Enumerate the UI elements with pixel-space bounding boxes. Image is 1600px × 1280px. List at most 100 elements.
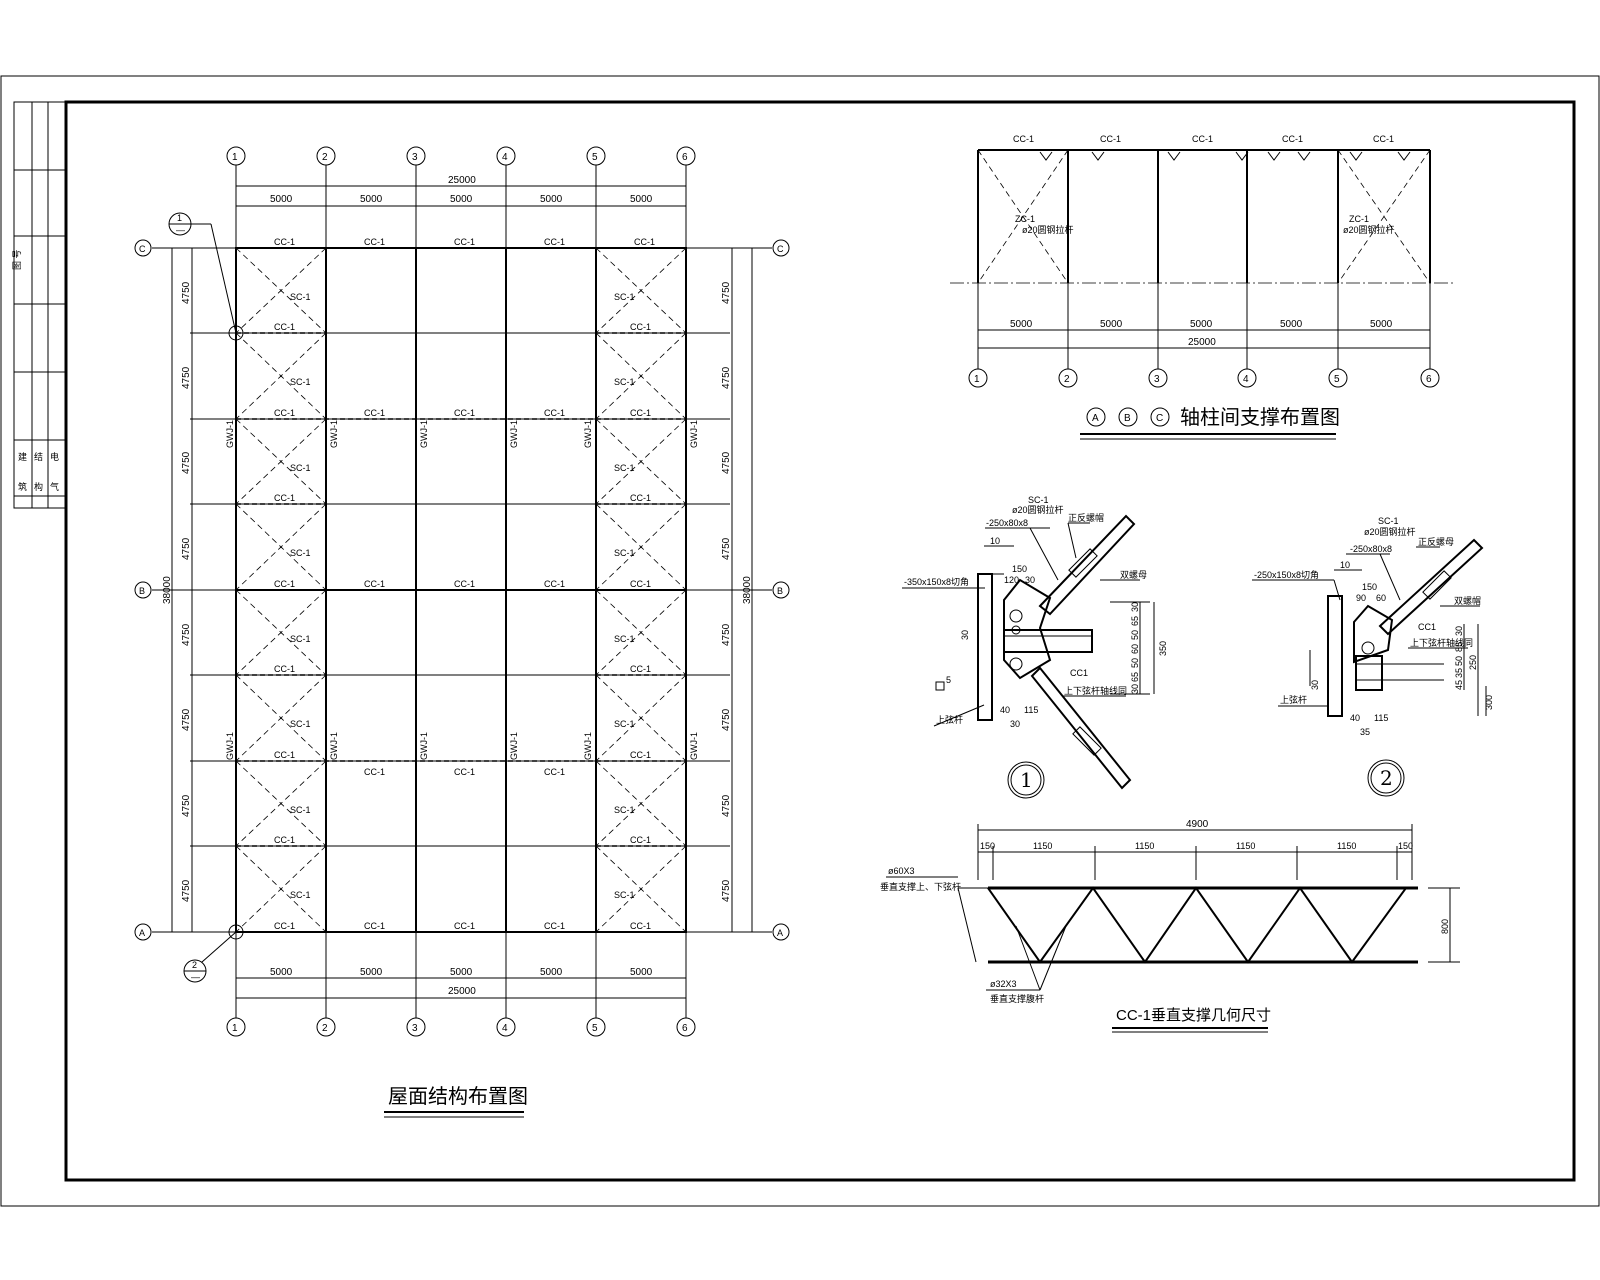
plan-sc-label: SC-1	[614, 548, 635, 558]
plan-cc-label: CC-1	[544, 237, 565, 247]
plan-axis-b-left: B	[139, 586, 145, 596]
plan-cc-label: CC-1	[544, 408, 565, 418]
plan-dim-right-4: 4750	[721, 537, 732, 560]
truss-seg-3: 1150	[1135, 841, 1154, 851]
d1-plate1: -250x80x8	[986, 518, 1028, 528]
elev-cc-label: CC-1	[1100, 134, 1121, 144]
truss-seg-4: 1150	[1236, 841, 1255, 851]
plan-dim-bottom-4: 5000	[540, 967, 563, 978]
d1-plate2: -350x150x8切角	[904, 576, 969, 587]
plan-cc-label: CC-1	[454, 579, 475, 589]
plan-cc-label: CC-1	[274, 750, 295, 760]
plan-gwj-label: GWJ-1	[225, 732, 235, 760]
plan-gwj-label: GWJ-1	[509, 420, 519, 448]
sheet-frame	[0, 75, 1600, 1207]
plan-dim-left-3: 4750	[181, 451, 192, 474]
plan-dim-right-6: 4750	[721, 708, 732, 731]
d2-plate2: -250x150x8切角	[1254, 569, 1319, 580]
plan-cc-label: CC-1	[364, 767, 385, 777]
d2-plate1: -250x80x8	[1350, 544, 1392, 554]
elev-cc-label: CC-1	[1192, 134, 1213, 144]
title-block-label-elec: 电	[50, 451, 59, 462]
d1-dims-right-3: 50	[1130, 630, 1140, 640]
title-block-label-arch: 建	[18, 451, 27, 462]
plan-dims-bottom: 5000 5000 5000 5000 5000 25000	[236, 967, 686, 999]
d2-d150: 150	[1362, 582, 1377, 592]
plan-axis-6-bottom: 6	[682, 1023, 688, 1034]
truss-chord-note: 垂直支撑上、下弦杆	[880, 881, 961, 892]
d2-cc: CC1	[1418, 622, 1436, 632]
elev-title: 轴柱间支撑布置图	[1180, 405, 1340, 429]
plan-cc-label: CC-1	[274, 493, 295, 503]
plan-cc-label: CC-1	[634, 237, 655, 247]
plan-gwj-label: GWJ-1	[419, 420, 429, 448]
elev-axis-3: 3	[1154, 374, 1160, 385]
d1-d40: 40	[1000, 705, 1010, 715]
plan-cc-label: CC-1	[364, 237, 385, 247]
plan-axis-bubbles-top: 1 2 3 4 5 6	[226, 146, 696, 166]
plan-cc-label: CC-1	[630, 408, 651, 418]
plan-gwj-label: GWJ-1	[419, 732, 429, 760]
plan-sc-label: SC-1	[290, 292, 311, 302]
plan-gwj-label: GWJ-1	[689, 420, 699, 448]
d1-num: 1	[1020, 768, 1033, 792]
plan-sc-label: SC-1	[290, 634, 311, 644]
truss-chord-size: ø60X3	[888, 866, 915, 876]
plan-dim-right-3: 4750	[721, 451, 732, 474]
plan-cc-label: CC-1	[454, 767, 475, 777]
plan-gwj-label: GWJ-1	[583, 420, 593, 448]
plan-cc-label: CC-1	[544, 921, 565, 931]
plan-cc-labels: CC-1 CC-1 CC-1 CC-1 CC-1 CC-1 CC-1 CC-1 …	[274, 237, 655, 931]
elev-cc-label: CC-1	[1373, 134, 1394, 144]
detail-marker-1-sub: —	[176, 225, 185, 235]
plan-sc-label: SC-1	[290, 719, 311, 729]
d2-bolt: 双螺帽	[1454, 595, 1481, 606]
d2-dims-right-4: 35	[1454, 668, 1464, 678]
column-bracing-elevation: CC-1 CC-1 CC-1 CC-1 CC-1 ZC-1 ø20圆钢拉杆 ZC…	[950, 134, 1456, 440]
plan-axis-1-top: 1	[232, 152, 238, 163]
d1-chord: 上下弦杆轴线同	[1064, 685, 1127, 696]
plan-title: 屋面结构布置图	[388, 1084, 528, 1108]
plan-gwj-label: GWJ-1	[583, 732, 593, 760]
plan-axis-6-top: 6	[682, 152, 688, 163]
detail-marker-2: 2 —	[183, 924, 244, 983]
plan-dim-bottom-3: 5000	[450, 967, 473, 978]
plan-sc-label: SC-1	[290, 463, 311, 473]
roof-plan: 1 2 3 4 5 6 1 2 3 4 5 6 A B C A B C	[134, 146, 790, 1118]
plan-axis-4-bottom: 4	[502, 1023, 508, 1034]
plan-axis-2-top: 2	[322, 152, 328, 163]
elev-span-3: 5000	[1190, 319, 1213, 330]
plan-axis-c-left: C	[139, 244, 146, 254]
elev-total: 25000	[1188, 337, 1216, 348]
plan-cc-label: CC-1	[544, 579, 565, 589]
plan-dim-total-left: 38000	[162, 576, 173, 604]
plan-cc-label: CC-1	[630, 835, 651, 845]
d2-d10: 10	[1340, 560, 1350, 570]
d1-d5: 5	[946, 675, 951, 685]
d1-d10: 10	[990, 536, 1000, 546]
plan-cc-label: CC-1	[274, 835, 295, 845]
plan-sc-label: SC-1	[614, 805, 635, 815]
d1-d115: 115	[1024, 705, 1038, 715]
plan-gwj-label: GWJ-1	[509, 732, 519, 760]
plan-dims-top: 25000 5000 5000 5000 5000 5000	[236, 175, 686, 207]
d1-d150: 150	[1012, 564, 1027, 574]
truss-web-note: 垂直支撑腹杆	[990, 993, 1044, 1004]
plan-dims-side: 38000 38000 4750 4750 4750 4750 4750 475…	[162, 248, 753, 932]
plan-dim-left-7: 4750	[181, 794, 192, 817]
plan-dim-total-bottom: 25000	[448, 986, 476, 997]
plan-dim-top-3: 5000	[450, 194, 473, 205]
plan-gwj-labels: GWJ-1 GWJ-1 GWJ-1 GWJ-1 GWJ-1 GWJ-1 GWJ-…	[225, 420, 699, 760]
elev-zc-note: ø20圆钢拉杆	[1343, 224, 1395, 235]
d2-dims-right-3: 50	[1454, 656, 1464, 666]
d2-sc: SC-1	[1378, 516, 1399, 526]
elev-title-axis-b: B	[1124, 413, 1131, 424]
elev-span-5: 5000	[1370, 319, 1393, 330]
elev-axis-1: 1	[974, 374, 980, 385]
title-block-side-label: 图 号	[12, 249, 22, 270]
d1-dims-right-5: 50	[1130, 658, 1140, 668]
d2-d40: 40	[1350, 713, 1360, 723]
plan-dim-left-8: 4750	[181, 879, 192, 902]
detail-marker-2-sub: —	[191, 972, 200, 982]
truss-seg-2: 1150	[1033, 841, 1052, 851]
